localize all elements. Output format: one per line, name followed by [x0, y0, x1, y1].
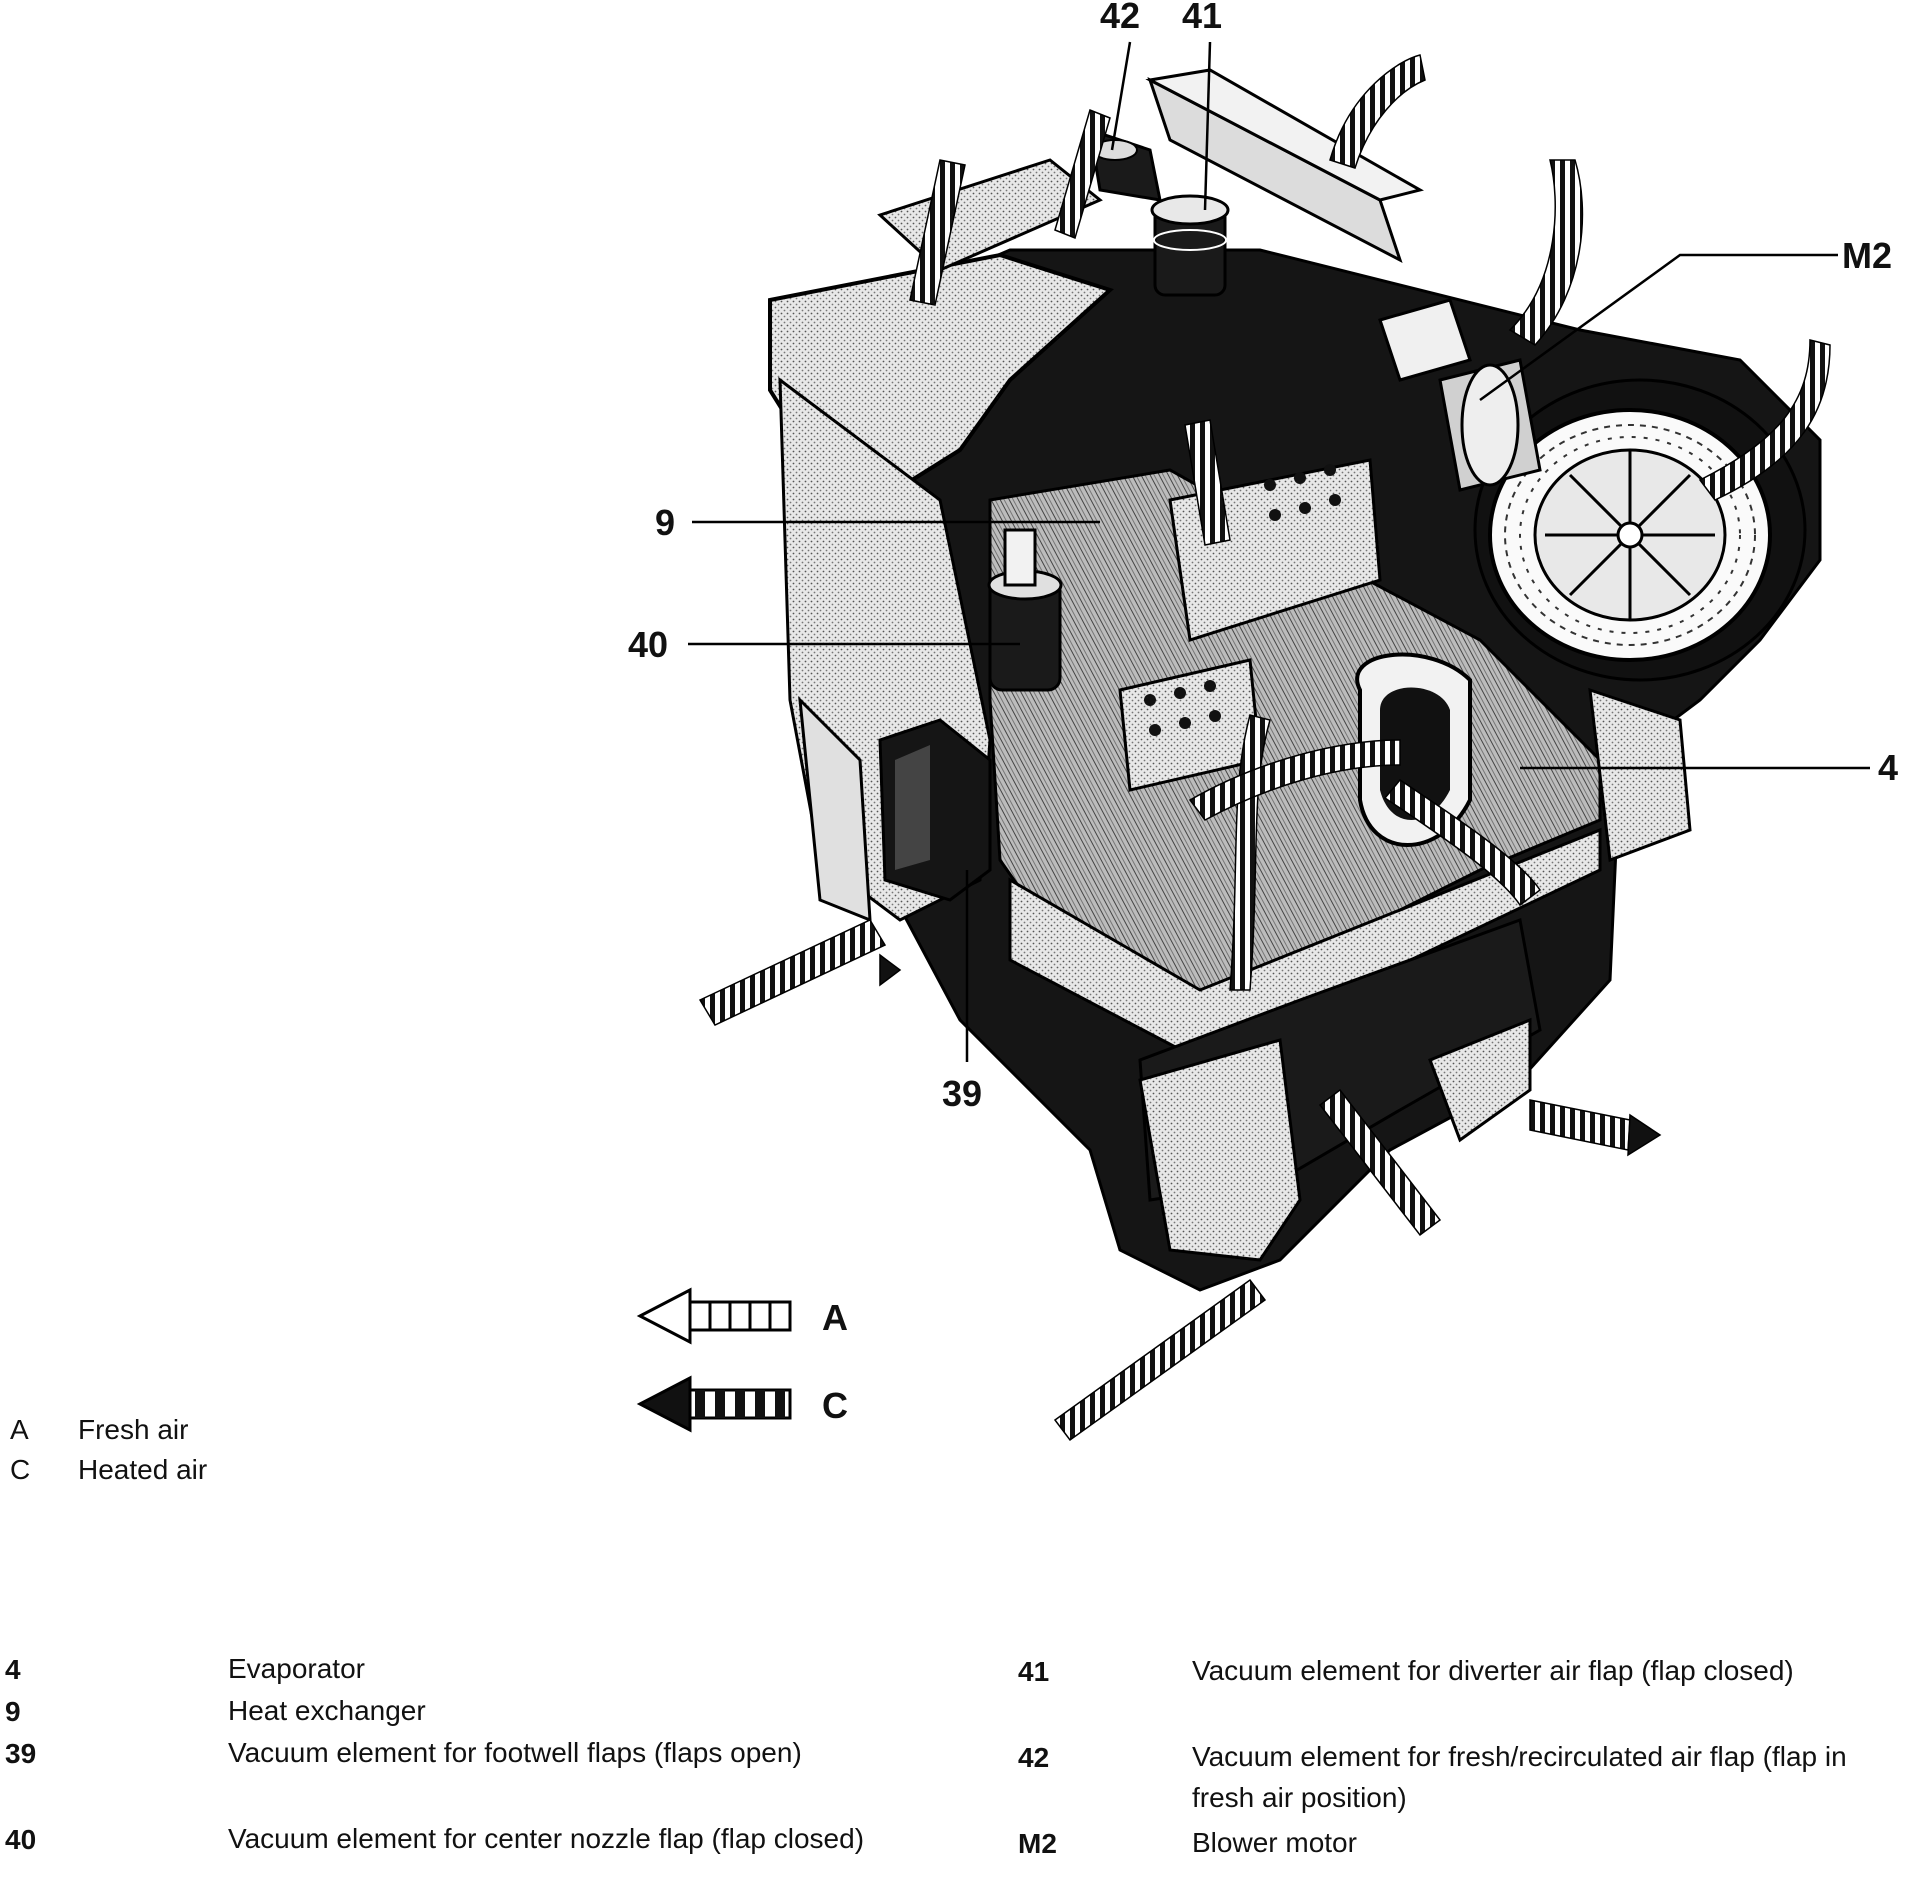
callout-a: A	[822, 1297, 848, 1338]
airflow-arrows	[698, 54, 1831, 1442]
legend-desc: Vacuum element for fresh/recirculated ai…	[1192, 1741, 1847, 1813]
callout-4: 4	[1878, 747, 1898, 788]
legend-num: 42	[1018, 1742, 1050, 1773]
blower-motor	[1378, 298, 1542, 492]
legend-desc: Vacuum element for footwell flaps (flaps…	[228, 1737, 802, 1768]
callout-40: 40	[628, 624, 668, 665]
vacuum-element-40	[987, 528, 1063, 692]
vacuum-element-42	[1088, 127, 1162, 202]
blower-wheel	[1473, 378, 1807, 682]
center-outlet	[1118, 458, 1472, 847]
legend-num: 39	[5, 1738, 37, 1769]
vacuum-element-39	[878, 718, 992, 902]
vacuum-element-41	[1150, 194, 1230, 297]
callout-41: 41	[1182, 0, 1222, 36]
legend-desc: Heat exchanger	[228, 1695, 426, 1726]
key-arrow-c	[636, 1375, 792, 1433]
legend-num: 9	[5, 1696, 21, 1727]
key-letter-c: C	[10, 1454, 31, 1485]
callout-labels: 42 41 M2 9 40 4 39 A C	[628, 0, 1898, 1426]
key-letter-a: A	[10, 1414, 29, 1445]
legend-num: 40	[5, 1824, 37, 1855]
key-text-a: Fresh air	[78, 1414, 189, 1445]
callout-9: 9	[655, 502, 675, 543]
callout-m2: M2	[1842, 235, 1892, 276]
legend-desc: Evaporator	[228, 1653, 365, 1684]
key-text-c: Heated air	[78, 1454, 208, 1485]
legend-num: 41	[1018, 1656, 1050, 1687]
callout-c: C	[822, 1385, 848, 1426]
legend-desc: Vacuum element for diverter air flap (fl…	[1192, 1655, 1794, 1686]
leader-lines	[688, 41, 1870, 1062]
legend-desc: Vacuum element for center nozzle flap (f…	[228, 1823, 865, 1854]
key-arrow-a	[636, 1287, 792, 1345]
callout-42: 42	[1100, 0, 1140, 36]
legend-num: 4	[5, 1654, 21, 1685]
legend-num: M2	[1018, 1828, 1057, 1859]
callout-39: 39	[942, 1073, 982, 1114]
legend-desc: Blower motor	[1192, 1827, 1357, 1858]
